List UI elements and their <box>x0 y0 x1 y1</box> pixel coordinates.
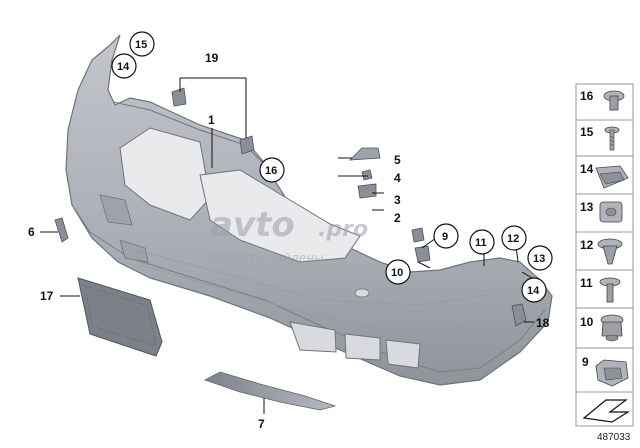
lower-trim-strip <box>204 371 337 411</box>
callout-13: 13 <box>527 245 553 271</box>
svg-text:13: 13 <box>580 200 594 214</box>
clamp-icon <box>595 359 629 387</box>
cover-cap-5 <box>348 147 381 161</box>
plug-rivet-icon <box>597 238 623 265</box>
clip-nut-icon <box>595 165 629 189</box>
callout-19: 19 <box>205 51 219 65</box>
hex-nut-icon <box>600 314 624 342</box>
callout-11: 11 <box>469 229 495 255</box>
callout-6: 6 <box>28 225 35 239</box>
svg-text:14: 14 <box>117 61 130 73</box>
svg-text:12: 12 <box>507 233 519 245</box>
svg-text:.pro: .pro <box>318 217 368 242</box>
bracket-part-6 <box>54 217 69 243</box>
push-nut-icon <box>603 90 625 111</box>
svg-text:Запчасти найдены: Запчасти найдены <box>205 251 324 265</box>
bracket-left-19 <box>171 87 187 107</box>
svg-text:14: 14 <box>527 285 540 297</box>
svg-text:13: 13 <box>533 253 545 265</box>
svg-text:15: 15 <box>135 39 147 51</box>
svg-text:16: 16 <box>265 165 277 177</box>
svg-text:12: 12 <box>580 238 594 252</box>
leader-lines <box>40 61 534 414</box>
callout-7: 7 <box>258 417 265 431</box>
svg-text:11: 11 <box>580 276 593 290</box>
svg-text:10: 10 <box>391 267 403 279</box>
bumper-cover <box>65 34 553 386</box>
svg-text:15: 15 <box>580 125 594 139</box>
expansion-rivet-icon <box>599 201 623 223</box>
svg-text:9: 9 <box>442 231 448 243</box>
reference-number: 487033 <box>597 432 631 443</box>
callout-14-right: 14 <box>521 277 547 303</box>
bracket-right-19 <box>239 135 255 155</box>
panel-cell-11 <box>575 269 634 309</box>
svg-text:avto: avto <box>210 205 295 245</box>
callout-17: 17 <box>40 289 54 303</box>
callout-9: 9 <box>433 223 459 249</box>
callout-1: 1 <box>208 113 215 127</box>
bracket-part-18 <box>511 303 527 327</box>
spreading-rivet-icon <box>599 277 621 303</box>
panel-cell-15 <box>575 119 634 157</box>
clip-part-10 <box>414 245 431 263</box>
screw-icon <box>604 126 620 151</box>
callout-5: 5 <box>394 153 401 167</box>
svg-text:14: 14 <box>580 162 594 176</box>
callout-4: 4 <box>394 171 401 185</box>
svg-text:10: 10 <box>580 315 594 329</box>
svg-text:16: 16 <box>580 89 594 103</box>
parts-panel: 16 15 14 13 12 11 10 9 <box>575 83 634 427</box>
callout-14-top: 14 <box>111 53 137 79</box>
licence-plate-base <box>77 277 163 357</box>
arrow-shape-icon <box>582 399 631 423</box>
callout-16: 16 <box>259 157 285 183</box>
svg-text:9: 9 <box>582 355 589 369</box>
bracket-part-3 <box>357 183 377 199</box>
svg-text:11: 11 <box>475 237 487 249</box>
callout-10: 10 <box>385 259 411 285</box>
callout-2: 2 <box>394 211 401 225</box>
clip-part-9 <box>411 227 425 243</box>
watermark: avto .pro Запчасти найдены <box>205 205 368 265</box>
callout-15: 15 <box>129 31 155 57</box>
clip-part-4 <box>361 169 373 181</box>
callout-18: 18 <box>536 316 550 330</box>
callout-3: 3 <box>394 193 401 207</box>
callout-12: 12 <box>501 225 527 251</box>
